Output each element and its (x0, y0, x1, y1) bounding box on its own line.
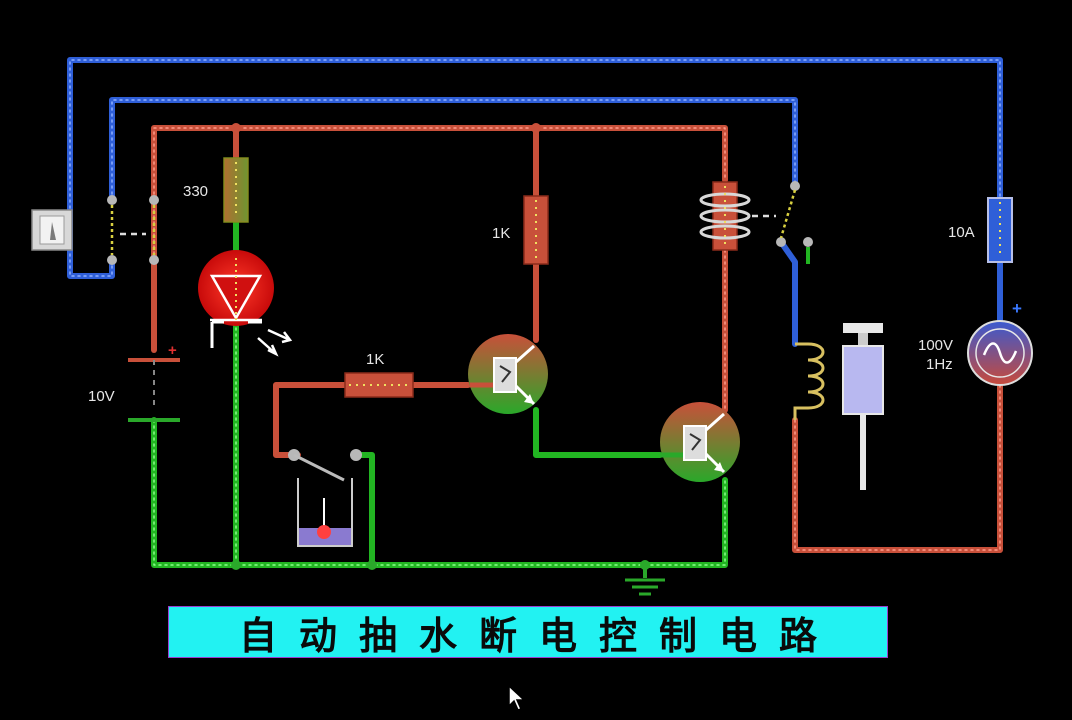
junction-dot (231, 560, 241, 570)
led[interactable] (198, 250, 293, 357)
solenoid-icon (793, 342, 825, 420)
ground (625, 565, 665, 596)
double-pole-contacts (107, 195, 159, 265)
junction-dot (367, 560, 377, 570)
transistor-q2[interactable] (660, 402, 740, 482)
cursor-icon (508, 685, 526, 711)
ac-wire-relay (778, 239, 798, 347)
relay-coil[interactable] (699, 181, 776, 251)
battery-plus-sign: + (168, 342, 177, 359)
wires (67, 57, 1003, 568)
resistor-330[interactable]: 330 (183, 157, 249, 223)
resistor-330-label: 330 (183, 183, 208, 200)
resistor-1k-collector-label: 1K (492, 225, 510, 242)
switch-icon (50, 222, 56, 240)
ac-frequency-label: 1Hz (926, 356, 953, 373)
fuse-10a[interactable]: 10A (948, 197, 1013, 263)
resistor-1k-base[interactable]: 1K (344, 351, 414, 398)
transistor-q1[interactable] (468, 334, 548, 414)
water-probe-switch[interactable] (288, 449, 362, 547)
pump-solenoid[interactable] (793, 323, 884, 490)
ac-return (792, 381, 1003, 553)
junctions (231, 123, 650, 570)
ac-source[interactable]: + 100V 1Hz (918, 299, 1033, 386)
junction-dot (231, 123, 241, 133)
float-icon (317, 525, 331, 539)
battery: + 10V (88, 342, 180, 422)
resistor-1k-collector[interactable]: 1K (492, 195, 549, 265)
relay-contact[interactable] (776, 181, 813, 264)
ac-plus-sign: + (1012, 299, 1022, 318)
resistor-1k-base-label: 1K (366, 351, 384, 368)
junction-dot (531, 123, 541, 133)
ac-wire-inner (109, 97, 798, 203)
emitter-link (533, 407, 663, 458)
fuse-label: 10A (948, 224, 975, 241)
title-banner: 自动抽水断电控制电路 (168, 606, 888, 658)
power-switch[interactable] (31, 209, 73, 251)
ac-voltage-label: 100V (918, 337, 953, 354)
base-wire (273, 382, 348, 458)
ground-rail (151, 417, 728, 568)
battery-label: 10V (88, 388, 115, 405)
page-title: 自动抽水断电控制电路 (238, 613, 839, 658)
